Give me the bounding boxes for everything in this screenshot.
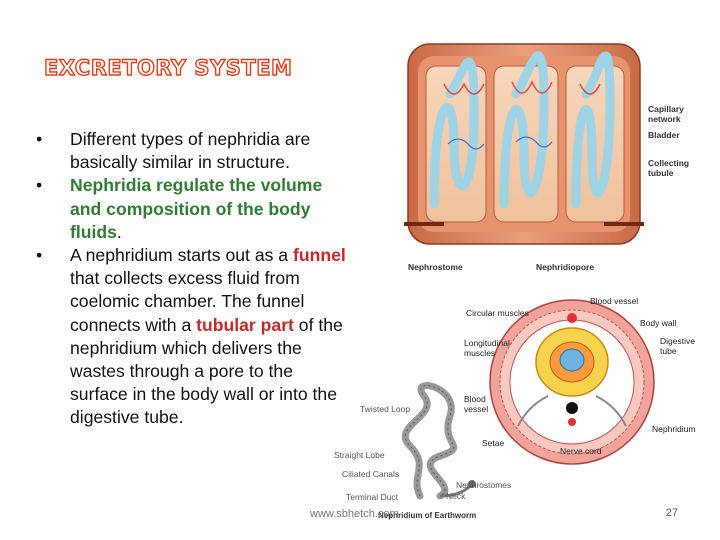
footer-url: www.sbhetch.com — [310, 508, 399, 520]
bullet-dot: • — [36, 129, 43, 149]
earthworm-cross-section — [489, 299, 655, 465]
bullet-item: • Nephridia regulate the volume and comp… — [30, 174, 350, 244]
label-ciliated-canals: Ciliated Canals — [342, 469, 400, 479]
bullet-text-red: funnel — [292, 245, 346, 266]
nephridia-segment-illustration — [404, 43, 644, 245]
bullet-list: • Different types of nephridia are basic… — [30, 128, 350, 430]
nephridium-coil-illustration — [401, 382, 476, 500]
label-twisted-loop: Twisted Loop — [360, 404, 411, 414]
label-circular-muscles: Circular muscles — [466, 308, 529, 318]
label-collecting-tubule: Collecting tubule — [648, 158, 690, 178]
label-setae: Setae — [482, 438, 505, 448]
label-blood-vessel-top: Blood vessel — [590, 296, 639, 306]
label-terminal-duct: Terminal Duct — [346, 492, 398, 502]
bullet-text-green: Nephridia regulate the volume and compos… — [70, 175, 323, 242]
label-nephrostomes: Nephrostomes — [456, 480, 512, 490]
bullet-text-red: tubular part — [196, 314, 294, 335]
label-neck: Neck — [446, 491, 466, 501]
label-bladder: Bladder — [648, 130, 680, 140]
slide-title: EXCRETORY SYSTEM — [43, 55, 293, 80]
bullet-text: . — [116, 221, 122, 242]
bullet-text: that collects excess fluid from coelomic… — [70, 268, 305, 335]
label-body-wall: Body wall — [640, 318, 677, 328]
label-longitudinal-muscles: Longitudinal muscles — [464, 338, 510, 358]
label-straight-lobe: Straight Lobe — [334, 450, 385, 460]
bullet-text: of the nephridium which delivers the was… — [70, 314, 343, 428]
label-nephridiopore: Nephridiopore — [536, 262, 595, 272]
label-nephridium: Nephridium — [652, 424, 696, 434]
label-capillary-network: Capillary network — [648, 104, 684, 124]
bullet-item: • Different types of nephridia are basic… — [30, 128, 350, 174]
bullet-dot: • — [36, 175, 43, 196]
label-nephrostome: Nephrostome — [408, 262, 463, 272]
bullet-text: A nephridium starts out as a — [70, 245, 293, 266]
page-number: 27 — [665, 507, 678, 519]
bullet-dot: • — [36, 245, 43, 266]
figure-caption: Nephridium of Earthworm — [378, 511, 477, 520]
label-digestive-tube: Digestive tube — [660, 336, 695, 356]
bullet-text: Different types of nephridia are basical… — [70, 129, 311, 173]
label-nerve-cord: Nerve cord — [560, 446, 602, 456]
bullet-item: • A nephridium starts out as a funnel th… — [30, 244, 350, 430]
label-blood-vessel-bottom: Blood vessel — [464, 394, 489, 414]
